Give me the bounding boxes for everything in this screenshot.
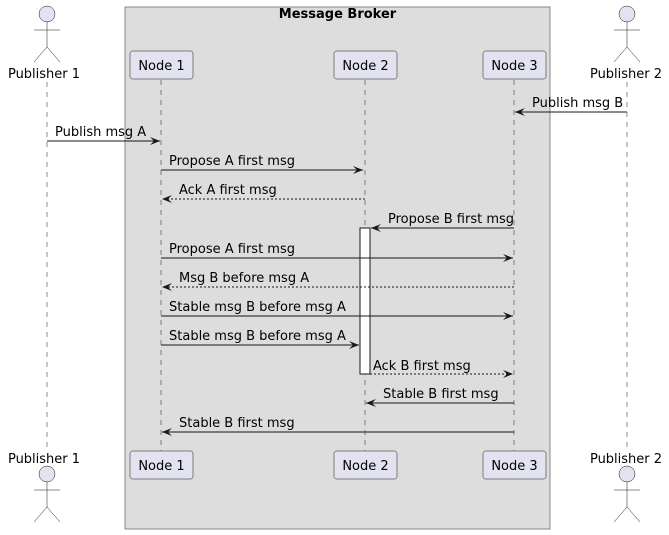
svg-text:Propose A first msg: Propose A first msg bbox=[169, 154, 295, 169]
message-broker-box bbox=[124, 6, 551, 530]
actor-publisher1-top-label: Publisher 1 bbox=[8, 67, 80, 82]
svg-text:Propose A first msg: Propose A first msg bbox=[169, 242, 295, 257]
actor-publisher2-top-label: Publisher 2 bbox=[590, 67, 662, 82]
message-6: Propose A first msg bbox=[161, 242, 513, 262]
actor-publisher1-bottom-label: Publisher 1 bbox=[8, 452, 80, 467]
svg-text:Node 3: Node 3 bbox=[491, 59, 537, 74]
svg-text:Node 2: Node 2 bbox=[342, 459, 388, 474]
actor-publisher2-top-icon bbox=[613, 5, 641, 63]
svg-text:Node 2: Node 2 bbox=[342, 59, 388, 74]
message-9: Stable msg B before msg A bbox=[161, 329, 359, 349]
message-2: Publish msg A bbox=[47, 125, 160, 145]
participant-node1-top: Node 1 bbox=[129, 50, 194, 80]
participant-node2-bottom: Node 2 bbox=[333, 450, 398, 480]
actor-publisher1-bottom-icon bbox=[33, 465, 61, 523]
message-10: Ack B first msg bbox=[370, 359, 513, 378]
actor-publisher2-bottom-label: Publisher 2 bbox=[590, 452, 662, 467]
participant-node2-top: Node 2 bbox=[333, 50, 398, 80]
participant-node3-top: Node 3 bbox=[482, 50, 547, 80]
participant-node1-bottom: Node 1 bbox=[129, 450, 194, 480]
message-12: Stable B first msg bbox=[162, 416, 514, 436]
svg-text:Stable B first msg: Stable B first msg bbox=[383, 387, 499, 402]
message-7: Msg B before msg A bbox=[162, 271, 514, 291]
svg-text:Msg B before msg A: Msg B before msg A bbox=[179, 271, 309, 286]
message-broker-title: Message Broker bbox=[279, 7, 397, 22]
activation-bar-node2 bbox=[359, 227, 371, 375]
message-11: Stable B first msg bbox=[366, 387, 514, 407]
svg-text:Stable msg B before msg A: Stable msg B before msg A bbox=[169, 300, 346, 315]
svg-text:Node 1: Node 1 bbox=[138, 59, 184, 74]
svg-text:Propose B first msg: Propose B first msg bbox=[388, 212, 514, 227]
svg-text:Node 3: Node 3 bbox=[491, 459, 537, 474]
message-3: Propose A first msg bbox=[161, 154, 363, 174]
message-1: Publish msg B bbox=[515, 96, 627, 116]
actor-publisher1-top-icon bbox=[33, 5, 61, 63]
message-5: Propose B first msg bbox=[371, 212, 514, 232]
svg-text:Stable B first msg: Stable B first msg bbox=[179, 416, 295, 431]
svg-text:Stable msg B before msg A: Stable msg B before msg A bbox=[169, 329, 346, 344]
message-8: Stable msg B before msg A bbox=[161, 300, 513, 320]
svg-text:Publish msg A: Publish msg A bbox=[55, 125, 146, 140]
svg-text:Publish msg B: Publish msg B bbox=[532, 96, 623, 111]
svg-text:Node 1: Node 1 bbox=[138, 459, 184, 474]
participant-node3-bottom: Node 3 bbox=[482, 450, 547, 480]
svg-text:Ack B first msg: Ack B first msg bbox=[373, 359, 471, 374]
actor-publisher2-bottom-icon bbox=[613, 465, 641, 523]
svg-text:Ack A first msg: Ack A first msg bbox=[179, 183, 277, 198]
message-4: Ack A first msg bbox=[162, 183, 365, 203]
